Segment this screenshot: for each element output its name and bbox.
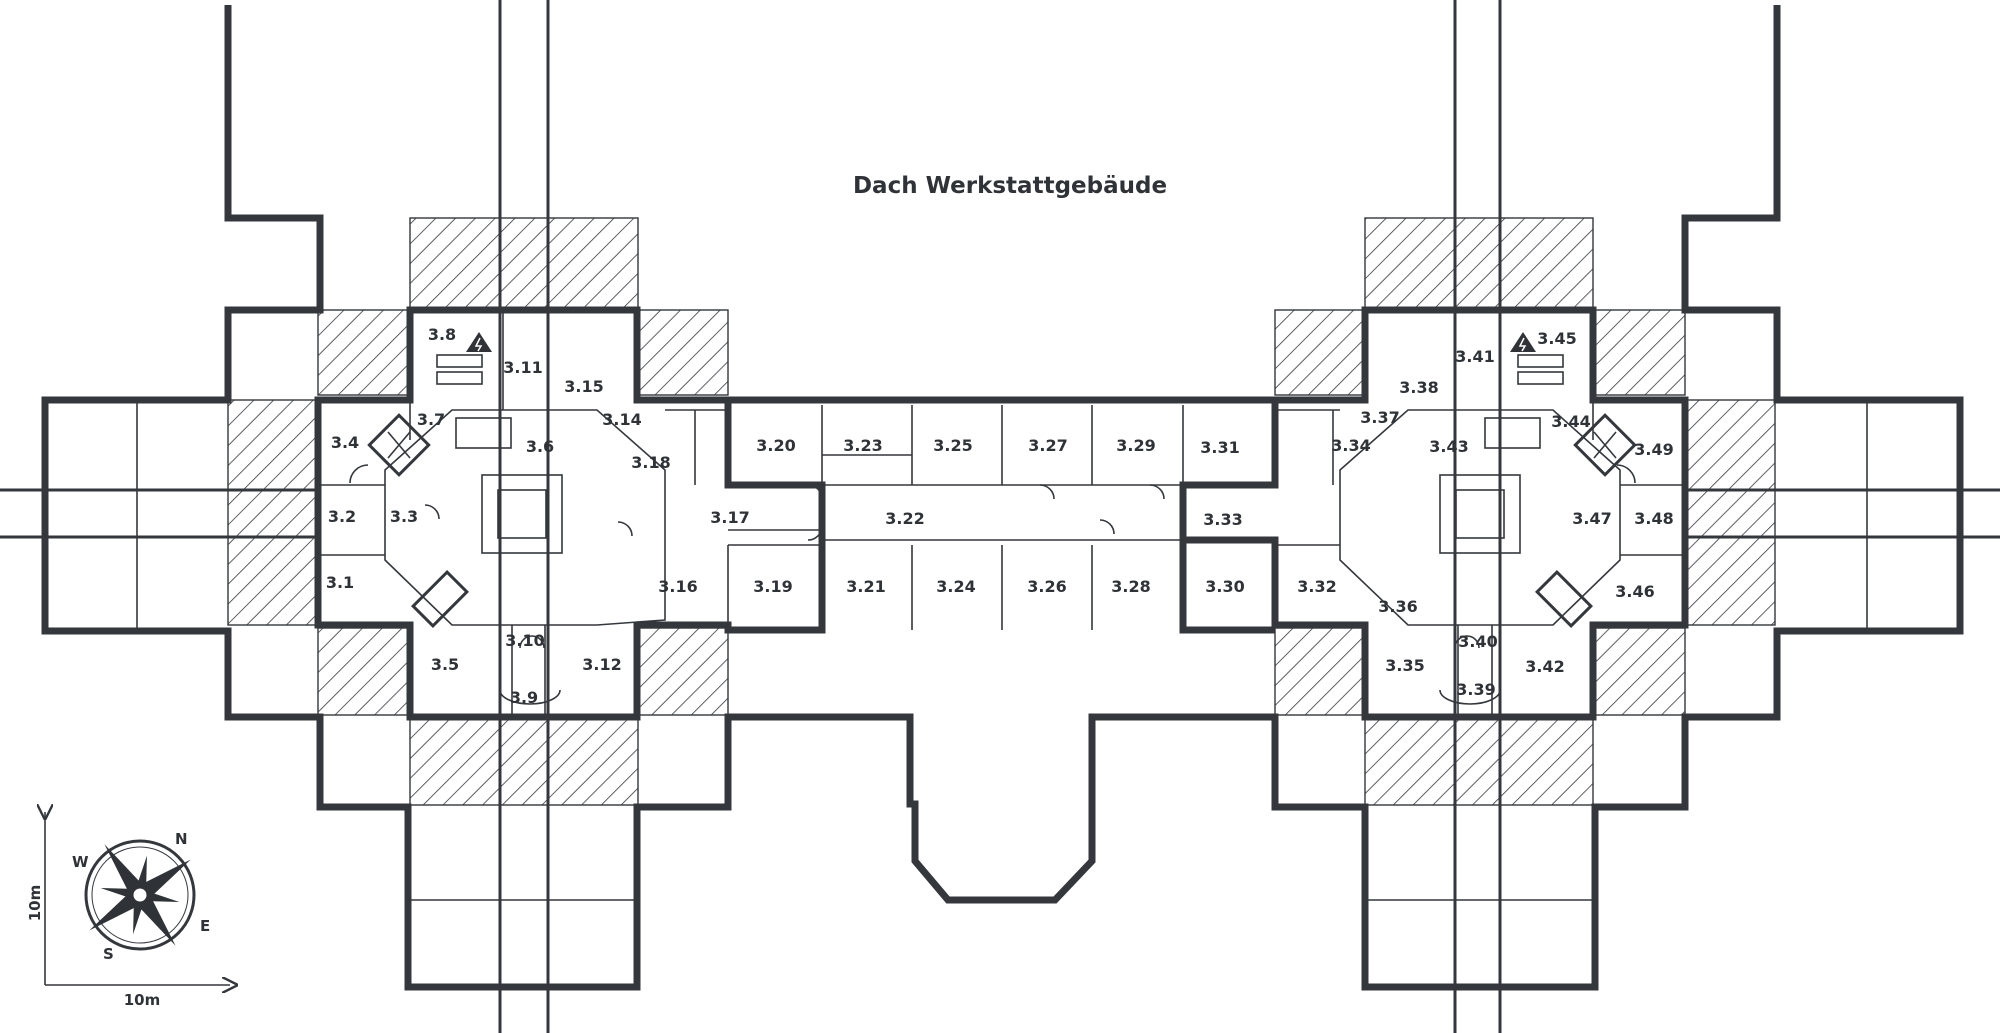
room-label: 3.35 <box>1385 656 1424 675</box>
room-label: 3.4 <box>331 433 359 452</box>
room-label: 3.41 <box>1455 347 1494 366</box>
room-labels: 3.1 3.2 3.3 3.4 3.5 3.6 3.7 3.8 3.9 3.10… <box>326 325 1674 707</box>
scale-bar: 10m 10m <box>26 812 230 1009</box>
room-label: 3.49 <box>1634 440 1673 459</box>
room-label: 3.11 <box>503 358 542 377</box>
room-label: 3.16 <box>658 577 697 596</box>
room-label: 3.23 <box>843 436 882 455</box>
compass-west: W <box>72 853 89 871</box>
room-label: 3.37 <box>1360 408 1399 427</box>
room-label: 3.7 <box>417 410 445 429</box>
room-label: 3.18 <box>631 453 670 472</box>
room-label: 3.20 <box>756 436 795 455</box>
room-label: 3.9 <box>510 688 538 707</box>
electrical-hazard-icon <box>1510 332 1536 352</box>
room-label: 3.40 <box>1458 632 1497 651</box>
room-label: 3.48 <box>1634 509 1673 528</box>
room-label: 3.34 <box>1331 436 1370 455</box>
electrical-hazard-icon <box>466 332 492 352</box>
compass-rose-icon: N E S W <box>72 830 210 963</box>
room-label: 3.45 <box>1537 329 1576 348</box>
room-label: 3.26 <box>1027 577 1066 596</box>
room-label: 3.38 <box>1399 378 1438 397</box>
room-label: 3.43 <box>1429 437 1468 456</box>
scale-x-label: 10m <box>124 991 161 1009</box>
room-label: 3.46 <box>1615 582 1654 601</box>
room-label: 3.28 <box>1111 577 1150 596</box>
room-label: 3.24 <box>936 577 975 596</box>
staircase-icon <box>411 354 483 628</box>
room-label: 3.12 <box>582 655 621 674</box>
room-label: 3.44 <box>1551 412 1590 431</box>
room-label: 3.47 <box>1572 509 1611 528</box>
compass-south: S <box>103 945 114 963</box>
room-label: 3.5 <box>431 655 459 674</box>
elevator-icon <box>1573 413 1637 477</box>
room-label: 3.22 <box>885 509 924 528</box>
room-label: 3.6 <box>526 437 554 456</box>
compass-north: N <box>175 830 188 848</box>
right-wing <box>1179 0 2000 1033</box>
room-label: 3.39 <box>1456 680 1495 699</box>
staircase-icon <box>1517 354 1593 628</box>
room-label: 3.33 <box>1203 510 1242 529</box>
room-label: 3.14 <box>602 410 641 429</box>
room-label: 3.21 <box>846 577 885 596</box>
room-label: 3.3 <box>390 507 418 526</box>
room-label: 3.31 <box>1200 438 1239 457</box>
room-label: 3.32 <box>1297 577 1336 596</box>
room-label: 3.42 <box>1525 657 1564 676</box>
scale-y-label: 10m <box>26 885 44 922</box>
room-label: 3.10 <box>505 631 544 650</box>
room-label: 3.15 <box>564 377 603 396</box>
central-block <box>724 396 1279 634</box>
map-title: Dach Werkstattgebäude <box>853 173 1167 199</box>
room-label: 3.8 <box>428 325 456 344</box>
room-label: 3.2 <box>328 507 356 526</box>
room-label: 3.19 <box>753 577 792 596</box>
room-label: 3.36 <box>1378 597 1417 616</box>
room-label: 3.30 <box>1205 577 1244 596</box>
elevator-icon <box>367 413 431 477</box>
room-label: 3.25 <box>933 436 972 455</box>
room-label: 3.17 <box>710 508 749 527</box>
room-label: 3.1 <box>326 573 354 592</box>
compass-east: E <box>200 917 210 935</box>
room-label: 3.27 <box>1028 436 1067 455</box>
room-label: 3.29 <box>1116 436 1155 455</box>
